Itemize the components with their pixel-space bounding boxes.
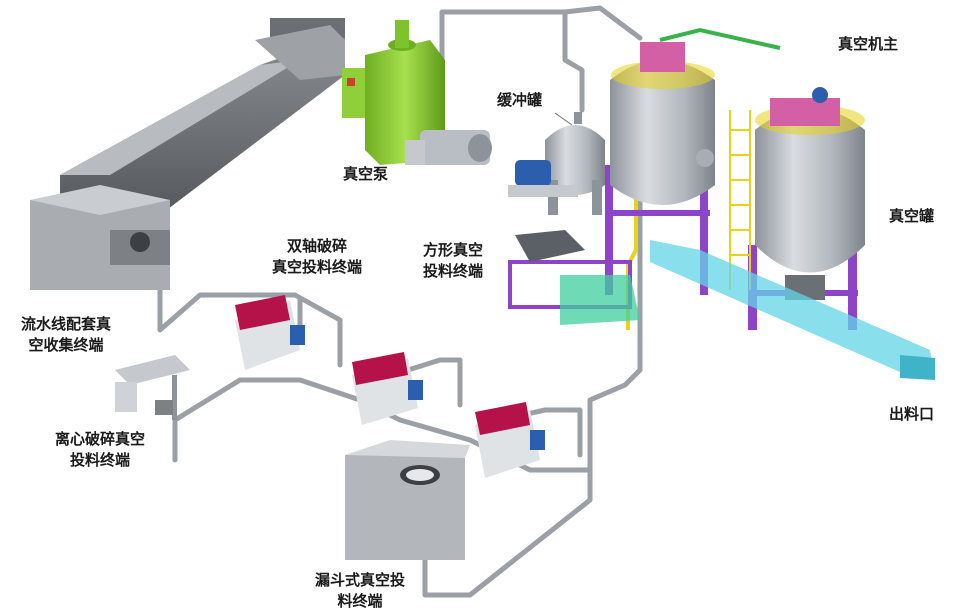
- label-funnel: 漏斗式真空投 料终端: [298, 570, 422, 612]
- outlet-conveyor: [650, 240, 935, 380]
- label-centrifugal-line1: 离心破碎真空: [54, 430, 145, 448]
- label-funnel-line2: 料终端: [337, 592, 383, 610]
- pipe-top-header: [562, 5, 643, 41]
- label-square-vacuum-line1: 方形真空: [422, 241, 483, 259]
- label-vacuum-tank: 真空罐: [889, 207, 935, 225]
- label-square-vacuum-line2: 投料终端: [422, 262, 483, 280]
- pipe-pump-to-buffer: [439, 9, 585, 113]
- shredder-1: [235, 295, 305, 370]
- shredder-2: [352, 352, 423, 425]
- label-twin-shaft: 双轴破碎 真空投料终端: [262, 236, 372, 278]
- label-pipeline: 流水线配套真 空收集终端: [4, 314, 128, 356]
- vacuum-tank-left: [605, 42, 715, 295]
- label-centrifugal-line2: 投料终端: [69, 451, 130, 469]
- centrifugal-station: [115, 355, 190, 420]
- ladder: [729, 110, 751, 290]
- label-centrifugal: 离心破碎真空 投料终端: [40, 429, 160, 471]
- label-vacuum-pump: 真空泵: [343, 165, 389, 183]
- shredder-3: [475, 402, 545, 478]
- label-outlet: 出料口: [889, 405, 935, 423]
- label-pipeline-line2: 空收集终端: [28, 336, 104, 354]
- label-buffer-tank: 缓冲罐: [497, 91, 543, 109]
- label-pipeline-line1: 流水线配套真: [20, 315, 111, 333]
- vacuum-pump: [342, 20, 492, 165]
- label-twin-shaft-line2: 真空投料终端: [271, 258, 362, 276]
- leader-lines: [554, 112, 573, 126]
- pipe-riser: [587, 92, 643, 448]
- pipeline-duct: [30, 18, 345, 290]
- square-vacuum-feeder: [508, 230, 640, 325]
- label-funnel-line1: 漏斗式真空投: [314, 571, 405, 589]
- buffer-tank: [508, 112, 605, 215]
- funnel-feeder: [345, 440, 470, 560]
- pipe-collection-line: [157, 262, 343, 368]
- pipe-funnel-line: [422, 467, 593, 598]
- label-twin-shaft-line1: 双轴破碎: [286, 237, 347, 255]
- label-square-vacuum: 方形真空 投料终端: [413, 240, 493, 282]
- pipe-green-line: [659, 27, 781, 50]
- label-vacuum-host: 真空机主: [838, 35, 899, 53]
